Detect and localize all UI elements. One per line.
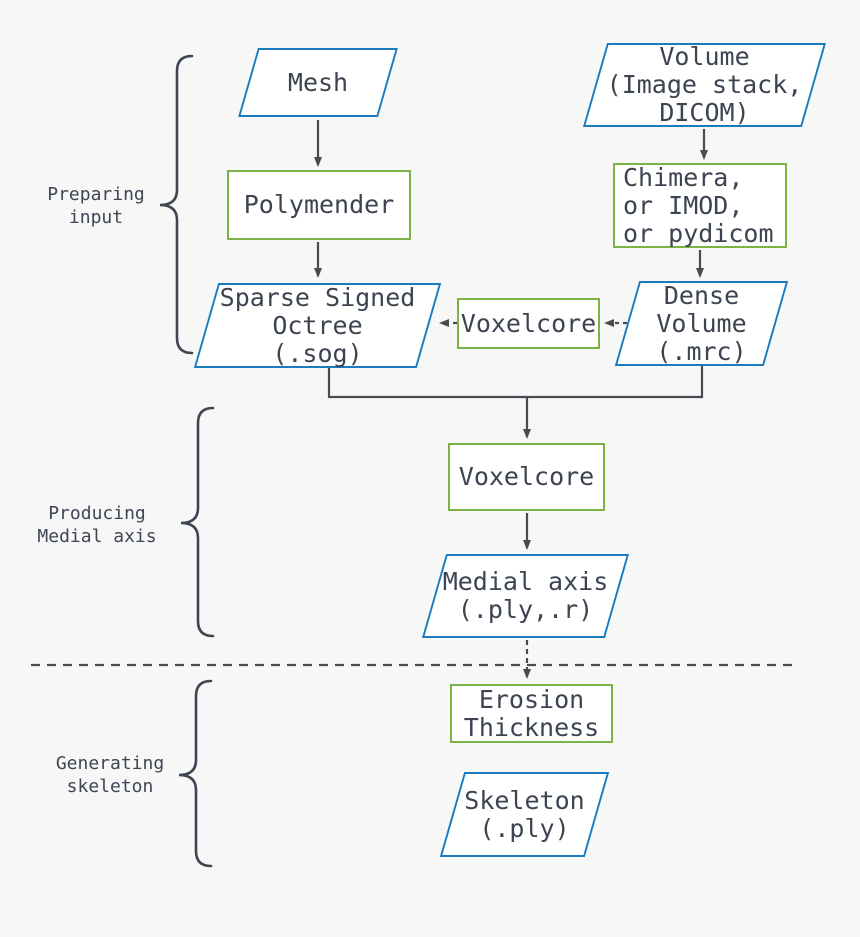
- node-polymender: Polymender: [227, 170, 411, 240]
- node-skeleton: Skeleton (.ply): [439, 772, 610, 857]
- node-volume-label: Volume (Image stack, DICOM): [606, 42, 803, 127]
- brace-generating-skeleton: [178, 679, 213, 868]
- node-chimera: Chimera, or IMOD, or pydicom: [613, 163, 787, 248]
- node-chimera-label: Chimera, or IMOD, or pydicom: [623, 162, 774, 248]
- node-voxelcore1-label: Voxelcore: [460, 308, 597, 338]
- node-sparse-signed-octree: Sparse Signed Octree (.sog): [193, 282, 442, 368]
- node-medial-axis: Medial axis (.ply,.r): [421, 554, 630, 638]
- node-skeleton-label: Skeleton (.ply): [464, 785, 585, 843]
- node-erosion-thickness-label: Erosion Thickness: [463, 684, 600, 742]
- node-volume: Volume (Image stack, DICOM): [582, 42, 827, 127]
- node-dense-volume: Dense Volume (.mrc): [614, 280, 789, 366]
- node-mesh-label: Mesh: [287, 67, 349, 97]
- stage-label-preparing-input: Preparing input: [47, 184, 145, 228]
- node-voxelcore2-label: Voxelcore: [458, 462, 595, 491]
- node-voxelcore-1: Voxelcore: [457, 298, 600, 349]
- chimera-rect: [613, 163, 787, 248]
- node-polymender-label: Polymender: [243, 190, 395, 219]
- stage-label-generating-skeleton: Generating skeleton: [55, 753, 165, 797]
- node-voxelcore-2: Voxelcore: [448, 443, 605, 511]
- node-erosion-thickness: Erosion Thickness: [450, 684, 613, 743]
- brace-producing-medial-axis: [180, 406, 215, 638]
- node-dense-volume-label: Dense Volume (.mrc): [656, 280, 747, 366]
- stage-label-producing-medial-axis: Producing Medial axis: [37, 503, 157, 547]
- node-medial-axis-label: Medial axis (.ply,.r): [442, 567, 609, 624]
- erosion-thickness-rect: [450, 684, 613, 743]
- edge-merge-rail: [327, 366, 704, 399]
- voxelcore2-rect: [448, 443, 605, 511]
- polymender-rect: [227, 170, 411, 240]
- voxelcore1-rect: [457, 298, 600, 349]
- node-mesh: Mesh: [238, 48, 398, 117]
- brace-preparing-input: [159, 54, 194, 355]
- node-octree-label: Sparse Signed Octree (.sog): [219, 282, 416, 368]
